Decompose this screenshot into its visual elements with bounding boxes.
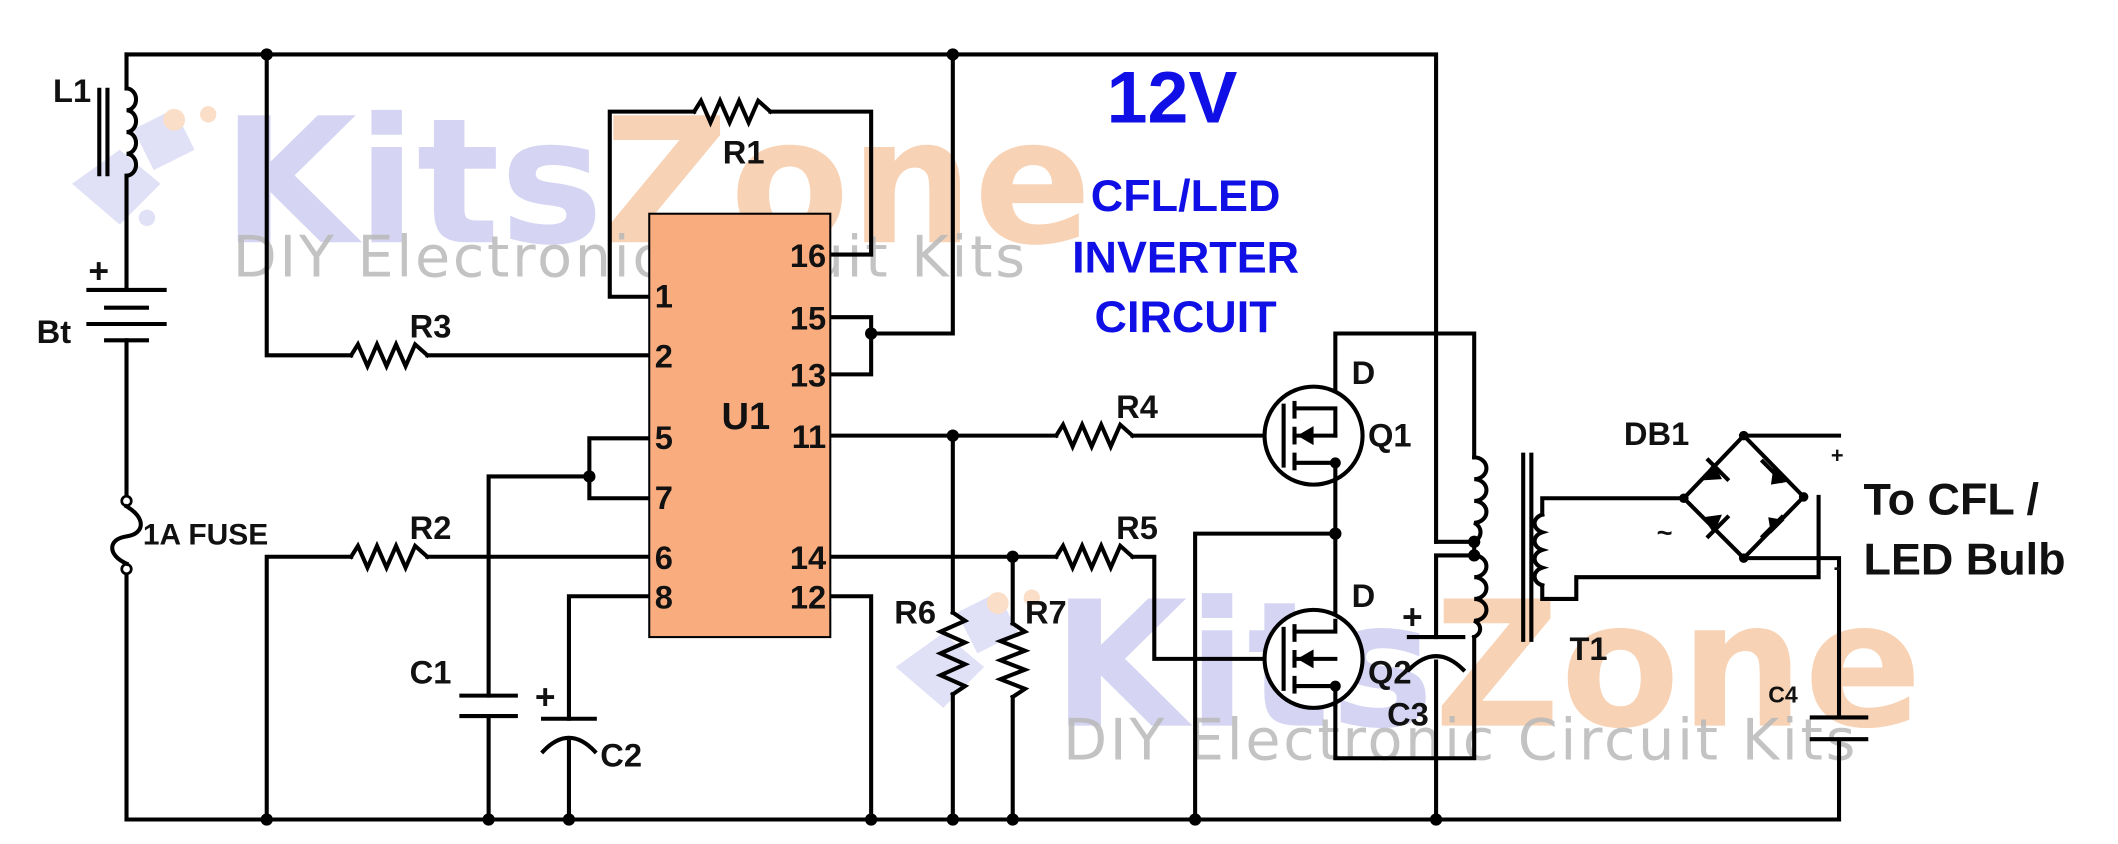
label-q1-drain: D (1352, 354, 1376, 391)
title-line-3: CIRCUIT (1095, 291, 1277, 342)
label-db1: DB1 (1624, 415, 1689, 452)
label-r5: R5 (1116, 509, 1158, 546)
label-out-plus: + (1831, 443, 1844, 468)
label-r6: R6 (894, 593, 936, 630)
pin-5: 5 (655, 419, 673, 456)
pin-14: 14 (790, 539, 826, 576)
capacitor-c3: + C3 (1387, 598, 1467, 733)
pin-2: 2 (655, 338, 673, 375)
watermark-logo-icon (72, 106, 217, 226)
mosfet-q2: D Q2 (1262, 577, 1412, 710)
transformer-t1: T1 (1471, 452, 1608, 667)
pin-1: 1 (655, 278, 673, 315)
watermark-top: KitsZone DIY Electronic Circuit Kits (72, 81, 1092, 290)
label-db1-ac: ~ (1657, 517, 1673, 548)
label-u1: U1 (722, 396, 771, 438)
label-r7: R7 (1025, 593, 1067, 630)
label-t1: T1 (1569, 630, 1607, 667)
wires (124, 52, 1842, 822)
label-c2-plus: + (535, 678, 556, 717)
capacitor-c4: C4 (1768, 681, 1869, 742)
label-c2: C2 (600, 736, 642, 773)
resistor-r4: R4 (1053, 388, 1158, 452)
resistor-r7: R7 (994, 593, 1067, 700)
pin-13: 13 (790, 357, 826, 394)
label-r1: R1 (723, 133, 765, 170)
watermark-tagline: DIY Electronic Circuit Kits (233, 224, 1028, 290)
pin-12: 12 (790, 578, 826, 615)
label-bt-plus: + (88, 252, 109, 291)
label-q2: Q2 (1368, 653, 1412, 690)
label-r2: R2 (410, 509, 452, 546)
label-fuse: 1A FUSE (143, 519, 268, 552)
label-q1: Q1 (1368, 417, 1412, 454)
label-c4: C4 (1768, 681, 1798, 707)
watermark-brand-a: Kits (222, 81, 604, 284)
label-bt: Bt (37, 313, 72, 350)
resistor-r6: R6 (894, 593, 971, 698)
pin-6: 6 (655, 539, 673, 576)
pin-7: 7 (655, 479, 673, 516)
output-label-line-2: LED Bulb (1864, 533, 2066, 584)
bridge-rectifier-db1: ~ DB1 + - (1624, 415, 1844, 579)
label-r3: R3 (410, 308, 452, 345)
label-c3-plus: + (1402, 598, 1423, 637)
label-c1: C1 (410, 653, 452, 690)
resistor-r1: R1 (691, 95, 774, 170)
svg-text:KitsZone: KitsZone (222, 81, 1092, 284)
pin-8: 8 (655, 578, 673, 615)
label-q2-drain: D (1352, 577, 1376, 614)
pin-11: 11 (792, 418, 827, 455)
fuse: 1A FUSE (110, 494, 268, 576)
ic-u1: U1 1 2 5 7 6 8 16 15 13 11 14 12 (648, 212, 832, 639)
watermark-brand-a-2: Kits (1052, 565, 1434, 768)
pin-15: 15 (790, 299, 826, 336)
resistor-r3: R3 (348, 308, 452, 372)
label-r4: R4 (1116, 388, 1158, 425)
title-line-1: CFL/LED (1091, 170, 1281, 221)
battery-bt: + Bt (37, 252, 167, 350)
resistor-r2: R2 (348, 509, 452, 573)
watermark-tagline-2: DIY Electronic Circuit Kits (1063, 708, 1858, 774)
capacitor-c1: C1 (410, 653, 518, 719)
inductor-l1: L1 (53, 72, 139, 178)
resistor-r5: R5 (1053, 509, 1158, 573)
label-out-minus: - (1834, 554, 1841, 579)
pin-16: 16 (790, 237, 826, 274)
label-c3: C3 (1387, 696, 1429, 733)
capacitor-c2: + C2 (535, 678, 642, 773)
mosfet-q1: D Q1 (1262, 354, 1412, 487)
label-l1: L1 (53, 72, 91, 109)
output-label-line-1: To CFL / (1864, 474, 2040, 525)
title-voltage: 12V (1107, 56, 1238, 139)
title-line-2: INVERTER (1072, 231, 1299, 282)
